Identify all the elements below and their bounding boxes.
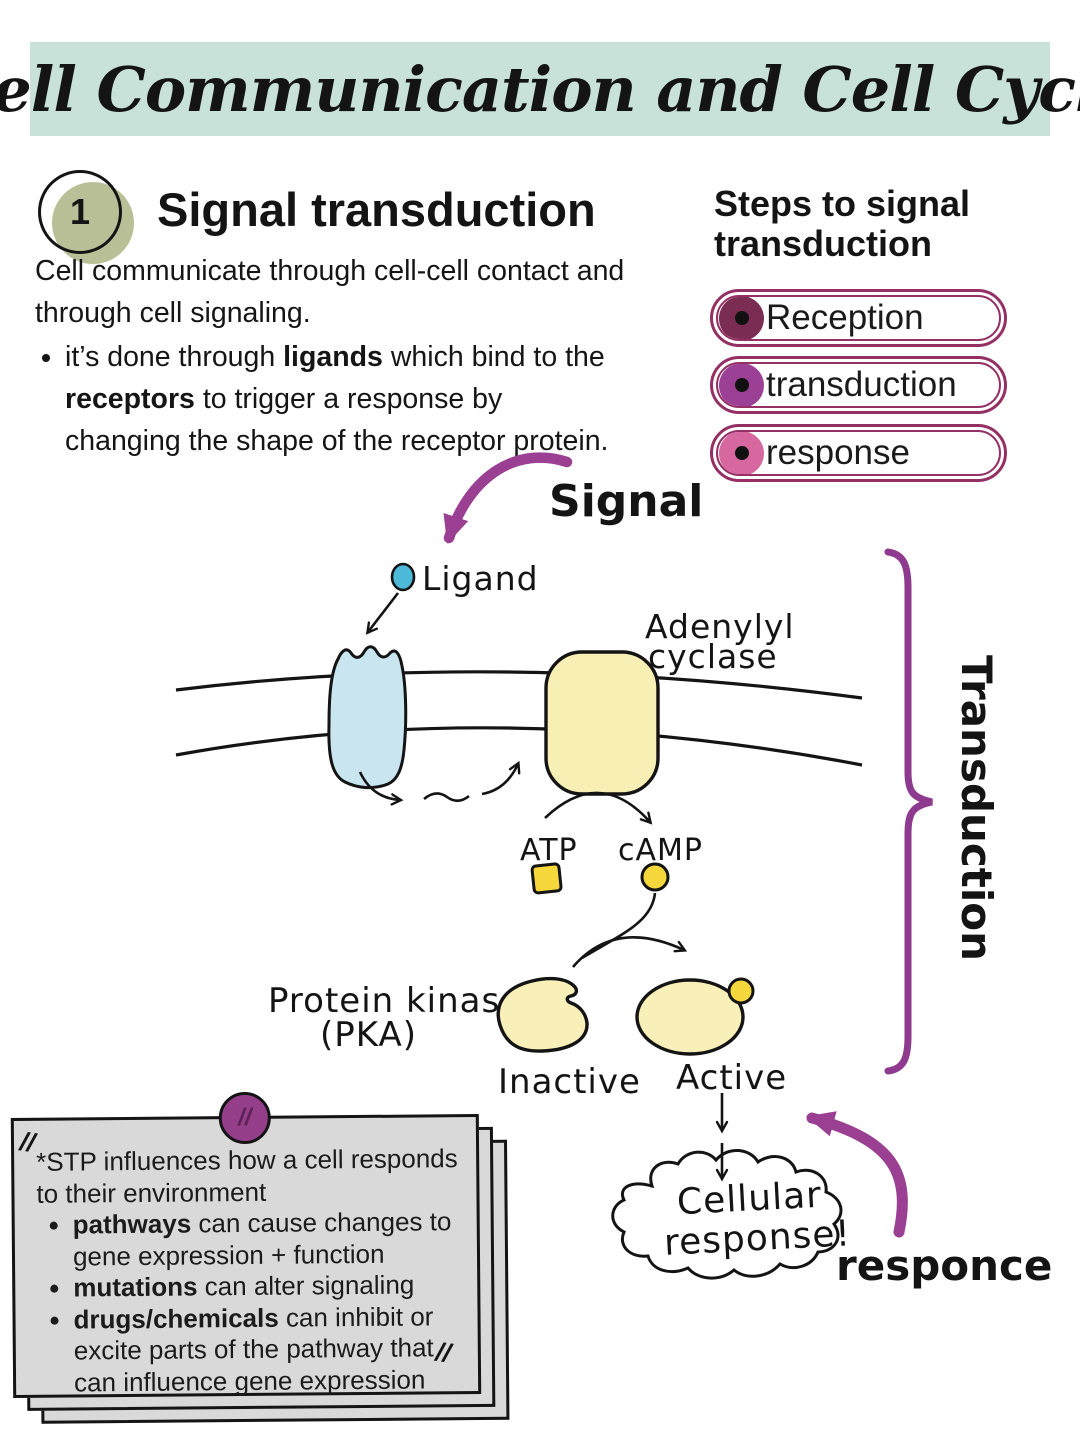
intro-text: Cell communicate through cell-cell conta…	[35, 255, 625, 329]
note-bullet: pathways can cause changes to gene expre…	[73, 1206, 462, 1272]
pka-inactive-blob	[496, 976, 589, 1053]
adenylyl-label-line1: Adenylyl	[645, 607, 795, 646]
intro-bullet: it’s done through ligands which bind to …	[65, 336, 613, 462]
step-label: response	[766, 433, 910, 472]
reception-dot-icon	[719, 297, 764, 339]
sticky-note: // // *STP influences how a cell respond…	[10, 1091, 510, 1424]
step-pill-inner: response	[716, 430, 1001, 476]
adenylyl-label-line2: cyclase	[648, 637, 778, 676]
transduction-bracket-label: Transduction	[952, 655, 1001, 961]
note-body: *STP influences how a cell responds to t…	[14, 1117, 478, 1399]
response-arrow-label: responce	[836, 1241, 1052, 1290]
ligand-label: Ligand	[422, 559, 539, 598]
signal-label: Signal	[549, 476, 703, 527]
pka-active-blob	[635, 978, 745, 1056]
activation-arrow	[572, 936, 688, 968]
signal-pathway-diagram: Signal Ligand Adenylyl cyclase ATP cAMP …	[175, 452, 1052, 1290]
bound-camp-dot	[727, 977, 755, 1005]
atp-camp-arrow	[544, 791, 653, 825]
camp-molecule	[640, 862, 670, 892]
camp-label: cAMP	[618, 833, 703, 868]
step-pill-reception: Reception	[710, 289, 1007, 347]
relay-arrow-2	[481, 760, 521, 796]
dot-core	[734, 311, 749, 325]
step-pill-inner: transduction	[716, 362, 1001, 408]
cloud-label-line1: Cellular	[676, 1175, 823, 1224]
step-pill-response: response	[710, 424, 1007, 482]
atp-label: ATP	[520, 833, 578, 868]
steps-panel-heading: Steps to signal transduction	[714, 183, 971, 264]
page-title: Cell Communication and Cell Cycle	[0, 52, 1080, 126]
step-pill-inner: Reception	[716, 295, 1001, 341]
dot-core	[734, 446, 749, 460]
note-bullet: mutations can alter signaling	[73, 1269, 461, 1304]
cellular-response-cloud	[611, 1149, 843, 1280]
step-label: transduction	[766, 365, 957, 404]
adenylyl-cyclase	[544, 650, 660, 796]
ligand-arrow	[365, 592, 400, 635]
note-bullet: drugs/chemicals can inhibit or excite pa…	[73, 1301, 462, 1399]
step-label: Reception	[766, 298, 924, 337]
ligand-molecule	[390, 562, 416, 592]
note-sheet-front: // // *STP influences how a cell respond…	[10, 1113, 482, 1399]
membrane-bottom-line	[175, 726, 863, 767]
active-label: Active	[676, 1058, 787, 1098]
title-banner: Cell Communication and Cell Cycle	[0, 42, 1080, 136]
relay-squiggle	[423, 792, 470, 803]
section-number-badge: 1	[36, 168, 146, 268]
note-intro: *STP influences how a cell responds to t…	[36, 1143, 458, 1209]
section-number: 1	[69, 191, 91, 232]
section-heading: Signal transduction	[157, 183, 596, 236]
badge-circle-ring: 1	[38, 170, 122, 254]
atp-molecule	[530, 862, 563, 895]
relay-arrow-1	[358, 771, 404, 806]
camp-tail	[581, 892, 657, 960]
intro-bullet-list: it’s done through ligands which bind to …	[35, 336, 613, 462]
membrane-top-line	[175, 670, 863, 700]
inactive-label: Inactive	[498, 1062, 641, 1102]
signal-arrow	[443, 452, 573, 544]
step-pill-transduction: transduction	[710, 356, 1007, 414]
note-bullet-list: pathways can cause changes to gene expre…	[37, 1206, 463, 1399]
pka-label-line2: (PKA)	[320, 1015, 417, 1055]
response-dot-icon	[719, 432, 764, 474]
pin-icon: //	[218, 1091, 272, 1145]
dot-core	[734, 378, 749, 392]
transduction-brace	[884, 548, 933, 1075]
transduction-dot-icon	[719, 364, 764, 406]
intro-paragraph: Cell communicate through cell-cell conta…	[35, 250, 643, 462]
cloud-label-line2: response!	[663, 1213, 852, 1264]
response-arrow	[806, 1111, 908, 1238]
receptor-protein	[327, 645, 408, 790]
